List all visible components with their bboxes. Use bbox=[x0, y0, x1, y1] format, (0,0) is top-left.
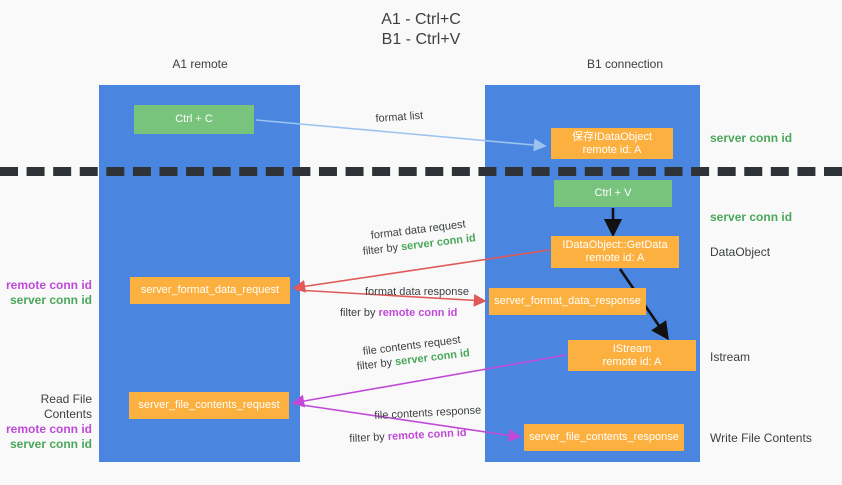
node-server-format-data-request[interactable]: server_format_data_request bbox=[130, 277, 290, 304]
label-format-data-response-filter: filter by remote conn id bbox=[340, 306, 457, 320]
node-server-file-contents-request[interactable]: server_file_contents_request bbox=[129, 392, 289, 419]
label-format-data-response: format data response bbox=[365, 286, 469, 298]
annotation-server-conn-id-top: server conn id bbox=[710, 131, 793, 145]
filter-prefix: filter by bbox=[349, 430, 389, 445]
node-ctrl-c[interactable]: Ctrl + C bbox=[134, 105, 254, 134]
filter-prefix: filter by bbox=[340, 307, 379, 319]
annotation-remote-conn-id-bottom: remote conn id bbox=[5, 422, 92, 436]
node-server-file-contents-response[interactable]: server_file_contents_response bbox=[524, 424, 684, 451]
label-file-contents-response: file contents response bbox=[374, 404, 482, 422]
annotation-server-conn-id-left-bottom: server conn id bbox=[9, 437, 92, 451]
annotation-write-file-contents: Write File Contents bbox=[710, 431, 812, 445]
annotation-left-conn-ids-bottom: Read File Contents remote conn id server… bbox=[0, 392, 92, 452]
label-format-list: format list bbox=[375, 109, 424, 125]
annotation-server-conn-id-left-mid: server conn id bbox=[9, 293, 92, 307]
node-save-idataobject[interactable]: 保存IDataObject remote id: A bbox=[551, 128, 673, 159]
annotation-read-file-contents: Read File Contents bbox=[40, 392, 92, 421]
filter-value-remote-conn-id: remote conn id bbox=[387, 426, 467, 443]
annotation-dataobject: DataObject bbox=[710, 245, 771, 259]
filter-prefix: filter by bbox=[356, 356, 396, 373]
lane-header-b1: B1 connection bbox=[586, 57, 664, 71]
node-server-format-data-response[interactable]: server_format_data_response bbox=[489, 288, 646, 315]
annotation-server-conn-id-mid: server conn id bbox=[710, 210, 793, 224]
lane-header-a1: A1 remote bbox=[172, 57, 228, 71]
node-istream[interactable]: IStream remote id: A bbox=[568, 340, 696, 371]
node-ctrl-v[interactable]: Ctrl + V bbox=[554, 180, 672, 207]
node-idataobject-getdata[interactable]: IDataObject::GetData remote id: A bbox=[551, 236, 679, 268]
filter-prefix: filter by bbox=[362, 241, 402, 258]
label-file-contents-response-filter: filter by remote conn id bbox=[349, 426, 467, 446]
page-title: A1 - Ctrl+C B1 - Ctrl+V bbox=[381, 11, 461, 48]
phase-divider bbox=[0, 167, 842, 176]
filter-value-remote-conn-id: remote conn id bbox=[378, 307, 458, 319]
annotation-istream: Istream bbox=[710, 350, 751, 364]
annotation-left-conn-ids-mid: remote conn id server conn id bbox=[0, 278, 92, 308]
annotation-remote-conn-id-mid: remote conn id bbox=[5, 278, 92, 292]
